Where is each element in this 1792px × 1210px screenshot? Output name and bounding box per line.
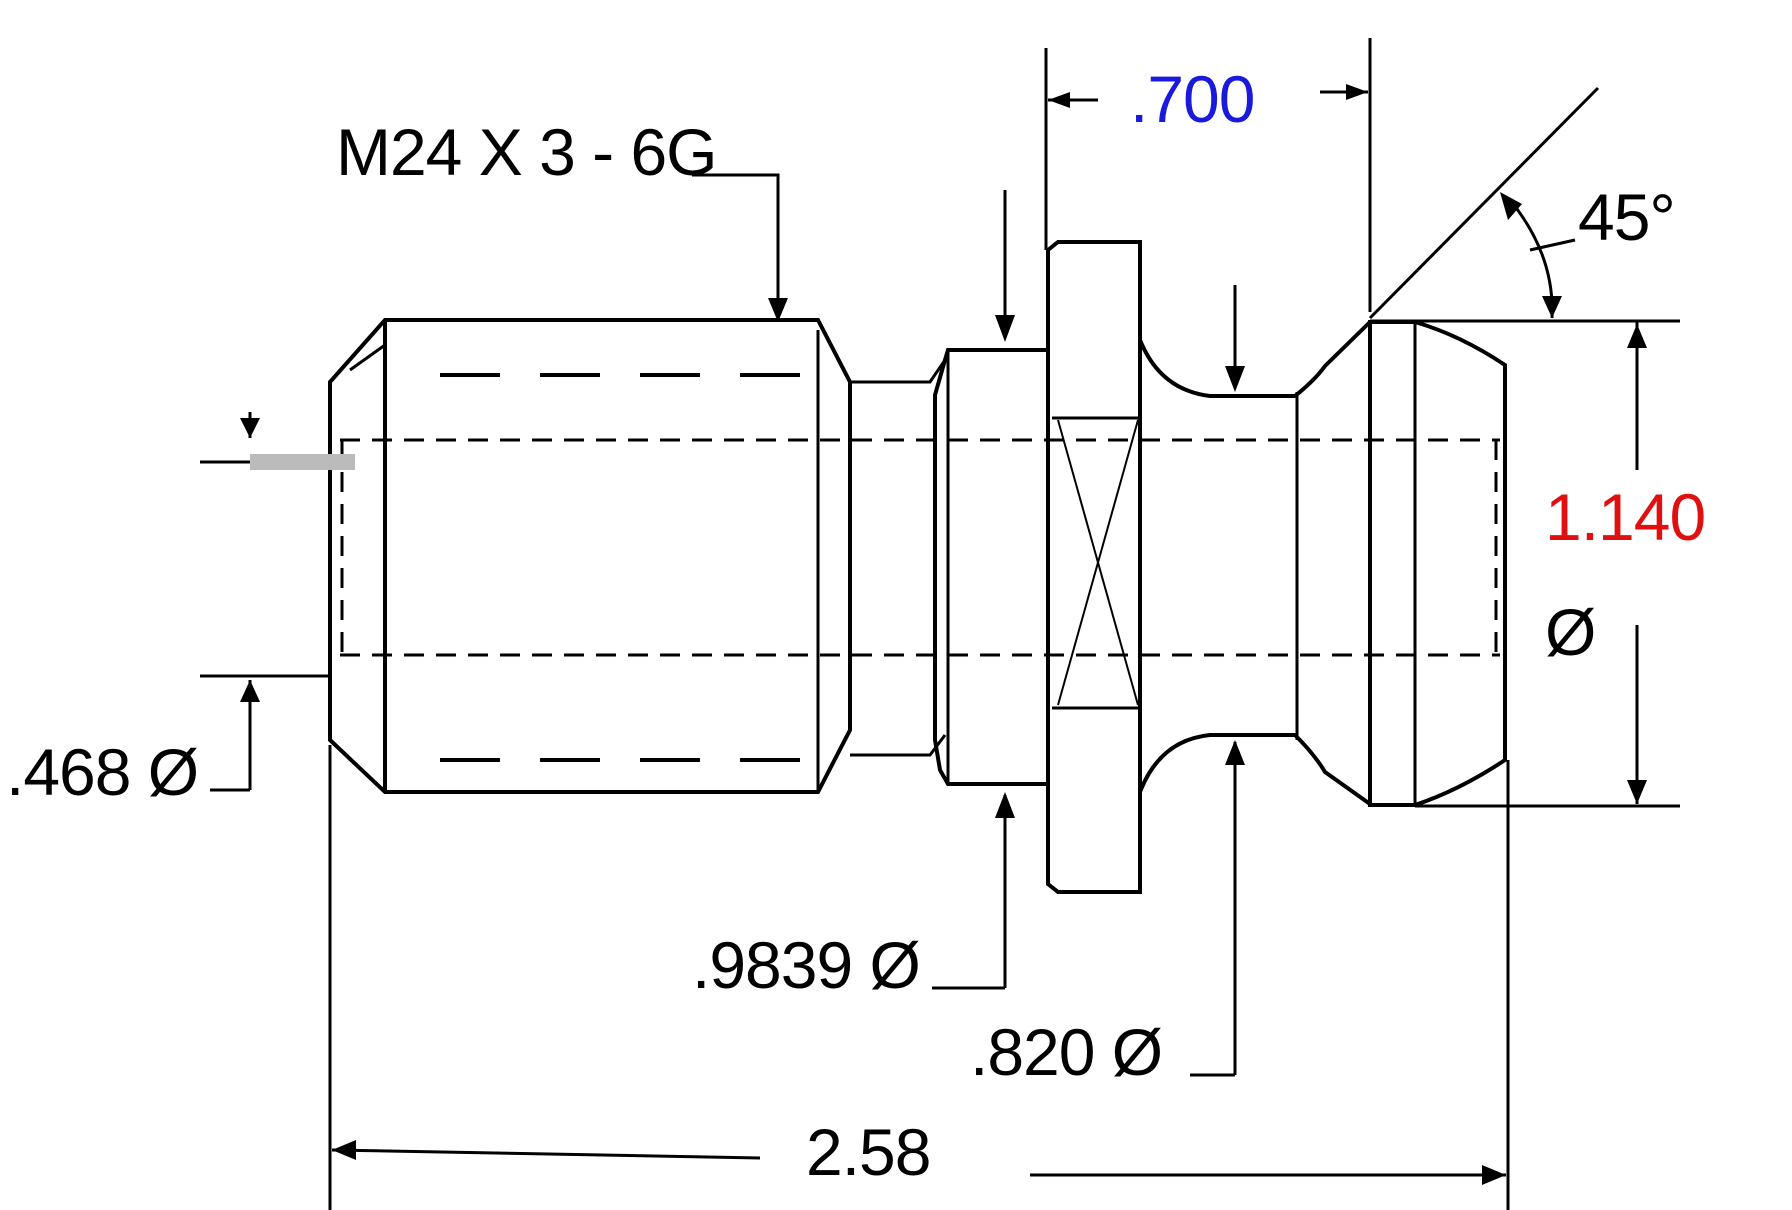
collar-outline — [933, 348, 1050, 786]
part-outline — [328, 240, 1680, 894]
angle-dimension — [1368, 86, 1600, 320]
angle-label: 45° — [1578, 180, 1675, 254]
flange-width-dimension — [1044, 38, 1372, 312]
knob-outline — [1368, 320, 1507, 807]
threaded-body-outline — [328, 318, 852, 794]
knob-diameter-dimension — [1627, 322, 1647, 804]
bore-diameter-label: .468 Ø — [6, 735, 198, 809]
thread-chamfer-line — [349, 343, 386, 372]
thread-callout-leader — [692, 173, 788, 322]
overall-length-dimension — [328, 745, 1510, 1210]
neck-diameter-dimension — [1190, 285, 1245, 1077]
collar-diameter-dimension — [932, 190, 1015, 990]
knob-diameter-label: 1.140 — [1545, 480, 1705, 554]
neck-outline-top — [1138, 320, 1372, 398]
neck-diameter-label: .820 Ø — [970, 1015, 1162, 1089]
bore-diameter-dimension — [200, 412, 355, 792]
thread-relief — [850, 359, 947, 757]
collar-diameter-label: .9839 Ø — [692, 928, 920, 1002]
neck-outline-bottom — [1138, 733, 1372, 806]
overall-length-label: 2.58 — [806, 1115, 930, 1189]
flange-cross-2 — [1057, 419, 1139, 706]
flange-width-label: .700 — [1130, 62, 1254, 136]
knob-diameter-symbol: Ø — [1545, 595, 1595, 669]
flange-outline — [1046, 240, 1142, 894]
thread-callout-label: M24 X 3 - 6G — [336, 115, 717, 189]
